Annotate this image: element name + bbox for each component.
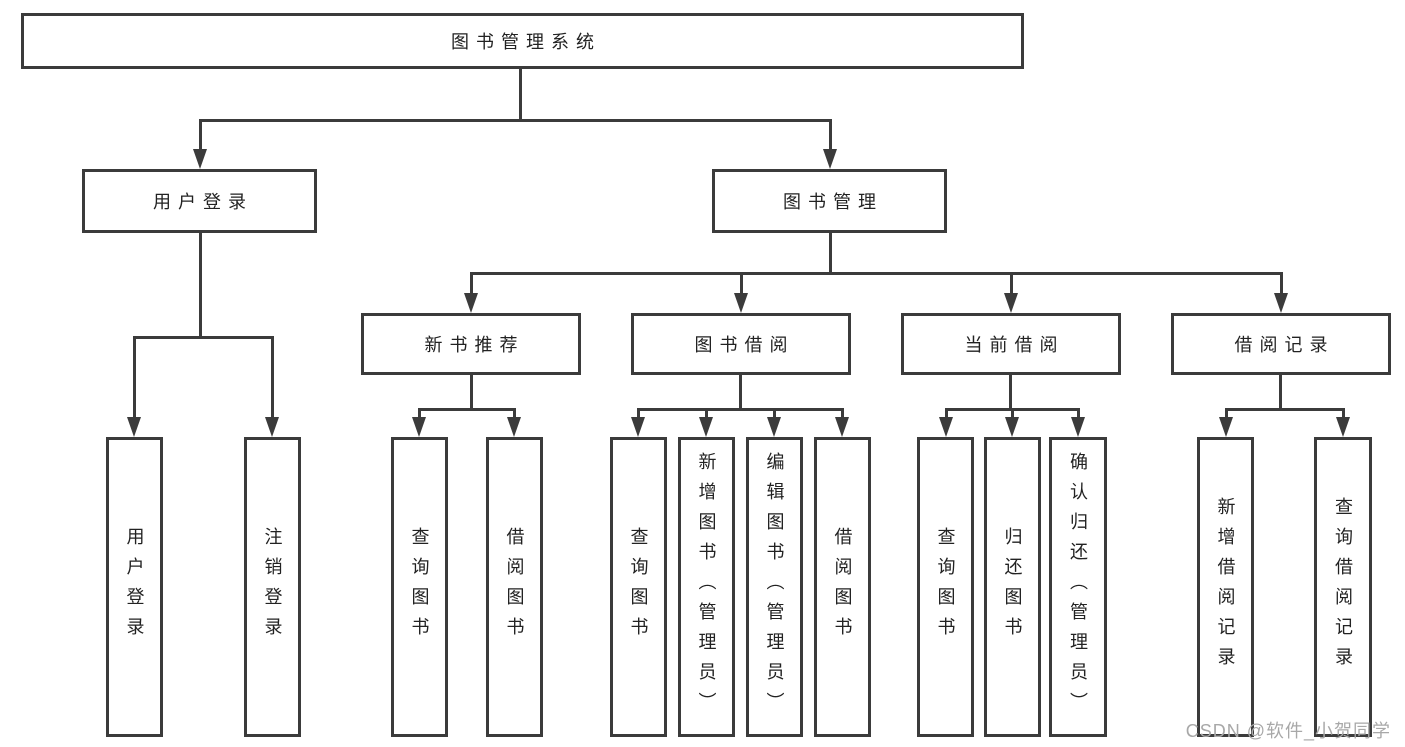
arrow-line	[1225, 408, 1228, 419]
connector-stem-current-borrow	[1009, 375, 1012, 411]
arrowhead-down-icon	[127, 417, 141, 437]
leaf-newbook-query-books-label: 查询图书	[409, 527, 430, 647]
leaf-logout: 注销登录	[244, 437, 301, 737]
leaf-current-confirm-return-admin: 确认归还（管理员）	[1049, 437, 1107, 737]
node-current-borrow: 当前借阅	[901, 313, 1121, 375]
arrowhead-down-icon	[1004, 293, 1018, 313]
connector-rail-user-login	[133, 336, 274, 339]
connector-stem-user-login	[199, 233, 202, 339]
leaf-newbook-borrow-books: 借阅图书	[486, 437, 543, 737]
arrow-line	[271, 336, 274, 419]
node-new-book-recommend-label: 新书推荐	[424, 335, 525, 355]
arrowhead-down-icon	[631, 417, 645, 437]
node-borrow-record: 借阅记录	[1171, 313, 1391, 375]
arrow-line	[133, 336, 136, 419]
arrowhead-down-icon	[767, 417, 781, 437]
arrow-line	[1342, 408, 1345, 419]
leaf-borrow-add-books-admin: 新增图书（管理员）	[678, 437, 735, 737]
arrowhead-down-icon	[412, 417, 426, 437]
connector-stem-book-borrow	[739, 375, 742, 411]
leaf-user-login-label: 用户登录	[124, 527, 145, 647]
node-root: 图书管理系统	[21, 13, 1024, 69]
arrowhead-down-icon	[699, 417, 713, 437]
arrowhead-down-icon	[1274, 293, 1288, 313]
csdn-watermark: CSDN @软件_小贺同学	[1185, 721, 1391, 741]
connector-rail-book-borrow	[637, 408, 844, 411]
arrow-line	[637, 408, 640, 419]
leaf-record-add-borrow-record: 新增借阅记录	[1197, 437, 1254, 737]
arrowhead-down-icon	[193, 149, 207, 169]
arrowhead-down-icon	[265, 417, 279, 437]
connector-stem-new-book	[470, 375, 473, 411]
connector-rail-borrow-record	[1225, 408, 1345, 411]
arrowhead-down-icon	[1005, 417, 1019, 437]
leaf-user-login: 用户登录	[106, 437, 163, 737]
arrow-line	[1010, 272, 1013, 295]
leaf-current-confirm-return-admin-label: 确认归还（管理员）	[1068, 452, 1088, 722]
node-book-borrow: 图书借阅	[631, 313, 851, 375]
arrowhead-down-icon	[734, 293, 748, 313]
arrow-line	[945, 408, 948, 419]
leaf-newbook-query-books: 查询图书	[391, 437, 448, 737]
arrow-line	[841, 408, 844, 419]
connector-stem-book-management	[829, 233, 832, 275]
node-user-login: 用户登录	[82, 169, 317, 233]
leaf-borrow-query-books-label: 查询图书	[628, 527, 649, 647]
arrow-line	[1280, 272, 1283, 295]
node-book-management: 图书管理	[712, 169, 947, 233]
arrowhead-down-icon	[464, 293, 478, 313]
leaf-current-query-books: 查询图书	[917, 437, 974, 737]
node-new-book-recommend: 新书推荐	[361, 313, 581, 375]
arrow-line	[1011, 408, 1014, 419]
leaf-borrow-borrow-books: 借阅图书	[814, 437, 871, 737]
arrowhead-down-icon	[507, 417, 521, 437]
leaf-current-return-books: 归还图书	[984, 437, 1041, 737]
leaf-record-query-borrow-record: 查询借阅记录	[1314, 437, 1372, 737]
arrow-line	[418, 408, 421, 419]
leaf-record-add-borrow-record-label: 新增借阅记录	[1215, 497, 1236, 677]
leaf-newbook-borrow-books-label: 借阅图书	[504, 527, 525, 647]
connector-rail-new-book	[418, 408, 516, 411]
arrow-line	[773, 408, 776, 419]
leaf-record-query-borrow-record-label: 查询借阅记录	[1333, 497, 1353, 677]
arrow-line	[740, 272, 743, 295]
arrowhead-down-icon	[1219, 417, 1233, 437]
connector-rail-book-management	[470, 272, 1282, 275]
arrowhead-down-icon	[835, 417, 849, 437]
arrow-line	[1077, 408, 1080, 419]
arrowhead-down-icon	[1336, 417, 1350, 437]
arrow-line	[199, 119, 202, 151]
leaf-current-query-books-label: 查询图书	[935, 527, 956, 647]
leaf-borrow-query-books: 查询图书	[610, 437, 667, 737]
node-borrow-record-label: 借阅记录	[1234, 335, 1335, 355]
connector-stem-borrow-record	[1279, 375, 1282, 411]
node-user-login-label: 用户登录	[153, 192, 253, 212]
leaf-borrow-edit-books-admin: 编辑图书（管理员）	[746, 437, 803, 737]
node-root-label: 图书管理系统	[451, 32, 601, 52]
node-book-management-label: 图书管理	[783, 192, 883, 212]
leaf-borrow-borrow-books-label: 借阅图书	[832, 527, 853, 647]
connector-stem-root	[519, 69, 522, 122]
connector-rail-root	[199, 119, 831, 122]
leaf-logout-label: 注销登录	[262, 527, 283, 647]
arrow-line	[705, 408, 708, 419]
leaf-current-return-books-label: 归还图书	[1002, 527, 1023, 647]
leaf-borrow-add-books-admin-label: 新增图书（管理员）	[696, 452, 717, 722]
node-book-borrow-label: 图书借阅	[694, 335, 795, 355]
leaf-borrow-edit-books-admin-label: 编辑图书（管理员）	[764, 452, 785, 722]
arrow-line	[470, 272, 473, 295]
node-current-borrow-label: 当前借阅	[964, 335, 1065, 355]
arrow-line	[513, 408, 516, 419]
arrowhead-down-icon	[1071, 417, 1085, 437]
arrow-line	[829, 119, 832, 151]
arrowhead-down-icon	[823, 149, 837, 169]
arrowhead-down-icon	[939, 417, 953, 437]
